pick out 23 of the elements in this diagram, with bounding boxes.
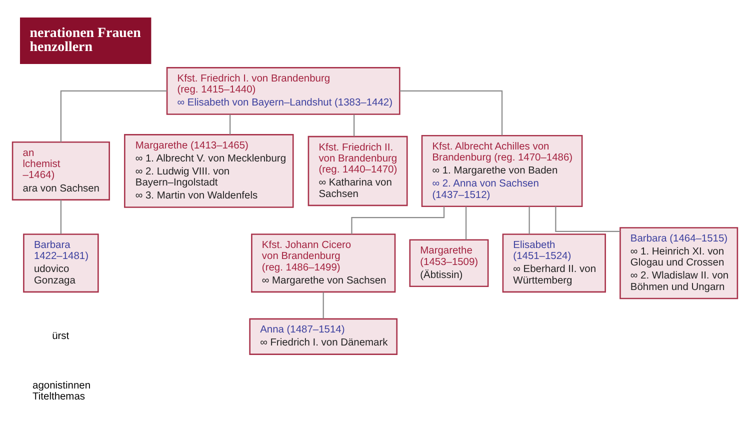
- connector: [400, 90, 503, 135]
- connector: [230, 114, 231, 134]
- connector: [528, 206, 530, 234]
- node-box: an lchemist –1464) ara von Sachsen: [12, 140, 110, 200]
- node-box: Margarethe (1453–1509) (Äbtissin): [409, 238, 489, 287]
- diagram-title: nerationen Frauen henzollern: [30, 25, 141, 54]
- node-box: Anna (1487–1514) ∞ Friedrich I. von Dänemark: [249, 318, 398, 354]
- connector: [354, 114, 355, 136]
- connector: [465, 206, 467, 240]
- node-box: Kfst. Johann Cicero von Brandenburg (reg. 1486–1499) ∞ Margarethe von Sachsen: [251, 233, 396, 292]
- node-box: Kfst. Friedrich I. von Brandenburg (reg. 1415–1440) ∞ Elisabeth von Bayern–Landshut (1383–1442): [166, 66, 400, 114]
- node-box: Elisabeth (1451–1524) ∞ Eberhard II. von Württemberg: [502, 233, 606, 292]
- node-box: Barbara (1464–1515) ∞ 1. Heinrich XI. von Glogau und Crossen ∞ 2. Wladislaw II. von Böhmen und Ungarn: [620, 226, 738, 299]
- node-box: Kfst. Friedrich II. von Brandenburg (reg. 1440–1470) ∞ Katharina von Sachsen: [308, 135, 408, 206]
- connector: [555, 206, 620, 232]
- node-box: Barbara 1422–1481) udovico Gonzaga: [23, 233, 99, 292]
- node-box: Kfst. Albrecht Achilles von Brandenburg (reg. 1470–1486) ∞ 1. Margarethe von Baden ∞ 2. Anna von Sachsen (1437–1512): [421, 134, 583, 206]
- node-box: Margarethe (1413–1465) ∞ 1. Albrecht V. von Mecklenburg ∞ 2. Ludwig VIII. von Bayern–Ingolstadt ∞ 3. Martin von Waldenfels: [124, 134, 294, 208]
- label: ürst: [52, 330, 70, 342]
- label: agonistinnen Titelthemas: [32, 380, 91, 402]
- connector: [322, 292, 324, 318]
- connector: [60, 90, 167, 142]
- connector: [60, 199, 62, 234]
